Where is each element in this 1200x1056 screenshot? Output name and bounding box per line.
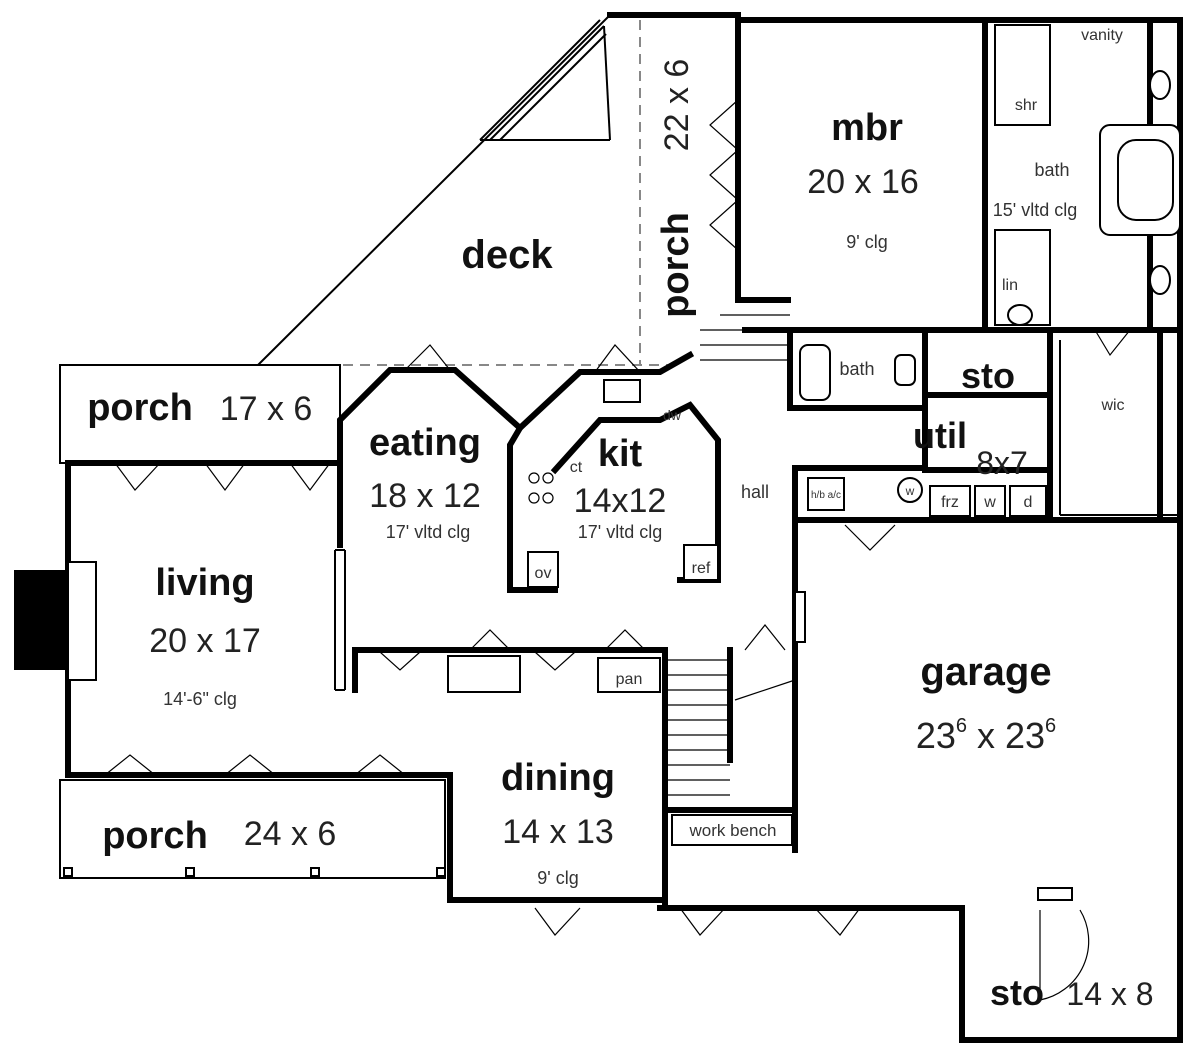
porch-front-outline xyxy=(59,779,446,879)
mbr-size: 20 x 16 xyxy=(807,163,919,201)
dryer-label: d xyxy=(1024,494,1033,511)
shower-label: shr xyxy=(1015,97,1038,114)
kit-size: 14x12 xyxy=(574,482,667,520)
living-size: 20 x 17 xyxy=(149,622,261,660)
hac-label: h/b a/c xyxy=(811,490,841,501)
dining-size: 14 x 13 xyxy=(502,813,614,851)
mbr-ceiling: 9' clg xyxy=(846,232,887,252)
porch-posts xyxy=(63,867,446,877)
kit-name: kit xyxy=(598,433,643,475)
pan-label: pan xyxy=(616,671,643,688)
living-name: living xyxy=(155,562,254,604)
porch-left-name: porch xyxy=(87,387,193,429)
frz-label: frz xyxy=(941,494,959,511)
porch-rear-size: 22 x 6 xyxy=(658,59,696,152)
sto-upper-label: sto xyxy=(961,355,1015,396)
eating-name: eating xyxy=(369,422,481,464)
hall-label: hall xyxy=(741,482,769,502)
mbr-name: mbr xyxy=(831,107,903,149)
deck-outline xyxy=(257,14,670,366)
dining-name: dining xyxy=(501,757,615,799)
water-heater-label: w xyxy=(905,484,915,498)
vanity-label: vanity xyxy=(1081,27,1123,44)
util-name: util xyxy=(913,415,967,456)
master-bath-ceiling: 15' vltd clg xyxy=(993,200,1077,220)
fixtures xyxy=(14,70,1181,846)
exterior-walls xyxy=(65,12,1183,1043)
kit-ceiling: 17' vltd clg xyxy=(578,522,662,542)
eating-ceiling: 17' vltd clg xyxy=(386,522,470,542)
porch-front-name: porch xyxy=(102,815,208,857)
master-bath-name: bath xyxy=(1034,160,1069,180)
ref-label: ref xyxy=(692,560,711,577)
ov-label: ov xyxy=(535,565,552,582)
garage-size: 236 x 236 xyxy=(916,715,1056,756)
living-ceiling: 14'-6" clg xyxy=(163,689,237,709)
util-size: 8x7 xyxy=(976,445,1028,481)
dw-label: dw xyxy=(663,407,682,423)
garage-name: garage xyxy=(920,650,1051,694)
eating-size: 18 x 12 xyxy=(369,477,481,515)
deck-label: deck xyxy=(461,233,553,277)
dining-ceiling: 9' clg xyxy=(537,868,578,888)
room-labels: mbr 20 x 16 9' clg bath 15' vltd clg van… xyxy=(87,27,1153,1013)
wic-label: wic xyxy=(1100,397,1124,414)
porch-left-size: 17 x 6 xyxy=(220,390,313,428)
sto-lower-size: 14 x 8 xyxy=(1066,976,1153,1012)
porch-front-size: 24 x 6 xyxy=(244,815,337,853)
porch-rear-name: porch xyxy=(655,212,697,318)
work-bench-label: work bench xyxy=(689,821,777,840)
washer-label: w xyxy=(983,494,996,511)
ct-label: ct xyxy=(570,459,583,476)
bath2-label: bath xyxy=(839,359,874,379)
sto-lower-name: sto xyxy=(990,972,1044,1013)
linen-label: lin xyxy=(1002,277,1018,294)
interior-walls xyxy=(334,17,1183,911)
doors xyxy=(104,99,1131,1001)
